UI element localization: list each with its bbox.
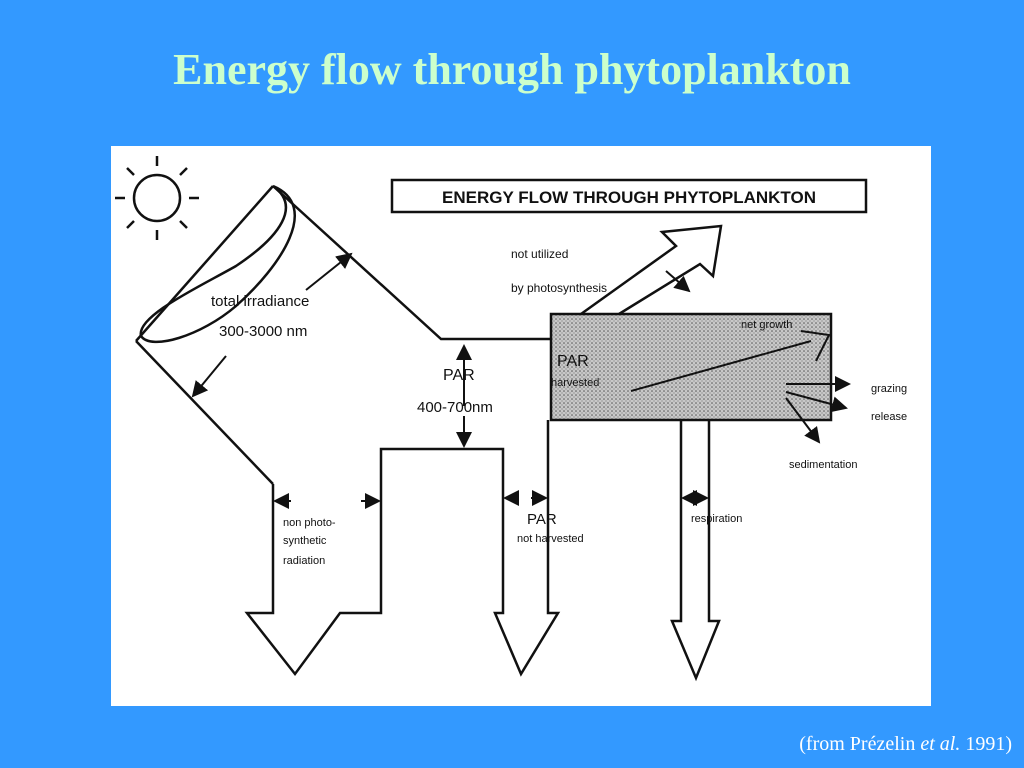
non-photosynthetic-label-3: radiation	[283, 555, 325, 567]
par-range-label: 400-700nm	[417, 399, 493, 416]
by-photosynthesis-label: by photosynthesis	[511, 281, 607, 295]
diagram-title-box: ENERGY FLOW THROUGH PHYTOPLANKTON	[390, 178, 868, 214]
source-citation: (from Prézelin et al. 1991)	[799, 733, 1012, 756]
diagram-title-text: ENERGY FLOW THROUGH PHYTOPLANKTON	[442, 188, 816, 207]
not-utilized-label: not utilized	[511, 247, 568, 261]
harvested-label: harvested	[551, 377, 599, 389]
energy-flow-diagram: ENERGY FLOW THROUGH PHYTOPLANKTON	[111, 146, 931, 706]
release-label: release	[871, 411, 907, 423]
non-photosynthetic-label-1: non photo-	[283, 517, 336, 529]
net-growth-label: net growth	[741, 319, 792, 331]
total-irradiance-range: 300-3000 nm	[219, 323, 307, 340]
flow-outline	[135, 184, 833, 682]
sun-icon	[115, 156, 199, 240]
par-not-harvested-label: PAR	[527, 511, 557, 528]
grazing-label: grazing	[871, 383, 907, 395]
source-prefix: (from Prézelin	[799, 733, 921, 755]
respiration-label: respiration	[691, 513, 742, 525]
par-label: PAR	[443, 367, 475, 384]
total-irradiance-label: total irradiance	[211, 293, 309, 310]
par-harvested-label: PAR	[557, 353, 589, 370]
not-harvested-label: not harvested	[517, 533, 584, 545]
source-suffix: 1991)	[960, 733, 1012, 755]
slide-title: Energy flow through phytoplankton	[173, 45, 851, 94]
sedimentation-label: sedimentation	[789, 459, 858, 471]
dimension-arrows	[191, 252, 851, 509]
non-photosynthetic-label-2: synthetic	[283, 535, 327, 547]
source-et-al: et al.	[920, 733, 961, 755]
